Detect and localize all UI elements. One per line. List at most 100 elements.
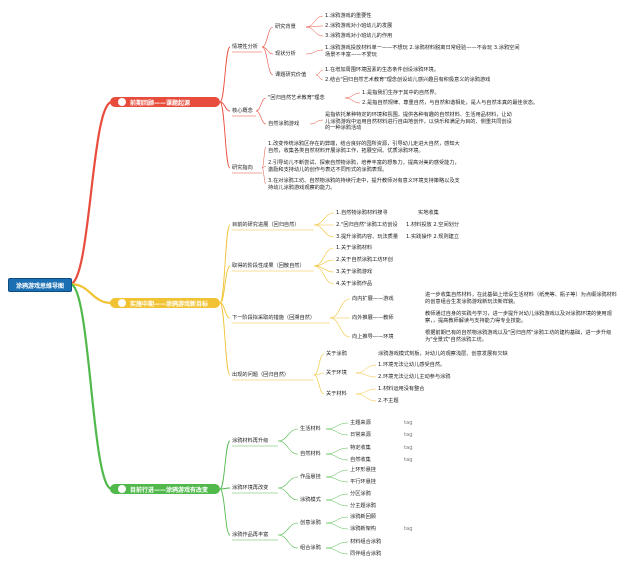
creative-doodle[interactable]: 创意涂鸦 — [300, 520, 321, 526]
connector-line — [277, 487, 299, 501]
connector-line — [219, 265, 231, 304]
connector-line — [261, 146, 267, 169]
connector-line — [355, 388, 377, 395]
connector-line — [313, 247, 335, 267]
star-icon — [118, 299, 126, 307]
connector-line — [325, 541, 349, 549]
connector-line — [325, 499, 349, 507]
connector-line — [313, 265, 335, 285]
achievement-3: 3.关于涂鸦游戏 — [336, 269, 373, 275]
value-item-1: 1.在增加周围环境因素的生态条件创设涂鸦环境。 — [325, 67, 439, 73]
connector-line — [329, 317, 351, 338]
achievement-4: 4.关于涂鸦作品 — [336, 281, 373, 287]
env-change[interactable]: 涂鸦环境再改变 — [232, 485, 269, 491]
branch-current-label: 目前行进——涂鸦游戏有改变 — [130, 486, 209, 494]
next-steps[interactable]: 下一阶段拟采取的措施（回溯自然） — [232, 315, 316, 321]
branch-current[interactable]: 目前行进——涂鸦游戏有改变 — [110, 484, 220, 494]
connector-line — [315, 74, 324, 81]
connector-line — [277, 440, 299, 455]
next-2[interactable]: 向外推展——教师 — [352, 315, 394, 321]
doodle-mode[interactable]: 涂鸦模式 — [300, 497, 321, 503]
life-materials[interactable]: 生活材料 — [300, 426, 321, 432]
next-3[interactable]: 向上推导——环境 — [352, 334, 394, 340]
combo-doodle[interactable]: 组合涂鸦 — [300, 545, 321, 551]
connector-line — [355, 372, 377, 378]
connector-line — [313, 224, 335, 238]
works-enrich[interactable]: 涂鸦作品再丰富 — [232, 532, 269, 538]
branch-midterm[interactable]: 实施中期——涂鸦游戏新目标 — [110, 298, 220, 308]
issue-env-item-2: 2.环境无法让幼儿主动参与涂鸦 — [378, 374, 451, 380]
core-concepts[interactable]: 核心概念 — [232, 108, 253, 114]
issue-doodle-item: 涂鸦游戏模式刻板，对幼儿的观察浅层、创意发展有欠缺 — [378, 351, 508, 357]
bg-item-2: 2.涂鸦游戏对小班幼儿的发展 — [325, 23, 393, 29]
achievement-1: 1.关于涂鸦材料 — [336, 245, 373, 251]
connector-line — [313, 212, 335, 226]
connector-line — [69, 100, 113, 286]
nature-materials[interactable]: 自然材料 — [300, 451, 321, 457]
flag-icon — [118, 485, 126, 493]
issue-env[interactable]: 关于环境 — [326, 370, 347, 376]
progress[interactable]: 目前的研究进展（回归自然） — [232, 222, 300, 228]
next-1[interactable]: 向内扩展——游戏 — [352, 296, 394, 302]
research-background[interactable]: 研究背景 — [275, 24, 296, 30]
life-1: 主题来源 — [350, 420, 371, 426]
connector-line — [219, 302, 231, 376]
situational-analysis[interactable]: 情境性分析 — [232, 44, 258, 50]
connector-line — [313, 259, 335, 267]
issue-doodle[interactable]: 关于涂鸦 — [326, 351, 347, 357]
value-item-2: 2.结合"回归自然艺术教育"理念创设幼儿感兴趣且有积极意义的涂鸦游戏 — [325, 77, 491, 83]
connector-line — [325, 476, 349, 483]
life-2: 日常来源 — [350, 432, 371, 438]
connector-line — [344, 97, 361, 104]
connector-line — [277, 534, 299, 549]
connector-line — [219, 487, 231, 490]
issue-env-item-1: 1.环境无法让幼儿感受自然。 — [378, 362, 446, 368]
hang-2: 平行环悬挂 — [350, 479, 376, 485]
connector-line — [313, 374, 325, 395]
progress-3[interactable]: 3.提升涂鸦内容、玩法质量 — [336, 234, 399, 240]
connector-line — [219, 101, 231, 169]
achievements[interactable]: 取得的阶段性成果（回散自然） — [232, 263, 305, 269]
connector-line — [325, 428, 349, 436]
concept-item-1: 1.是指我们生存于其中的自然界。 — [362, 90, 440, 96]
connector-line — [261, 46, 274, 55]
issue-material-item-1: 1.材料运用没有整合 — [378, 386, 425, 392]
connector-line — [315, 69, 324, 76]
progress-1[interactable]: 1.自然物涂鸦材料搜寻 — [336, 210, 388, 216]
connector-line — [219, 46, 231, 103]
material-upgrade[interactable]: 涂鸦材料再升级 — [232, 438, 269, 444]
root-node[interactable]: 涂鸦游戏思维导图 — [8, 278, 72, 292]
connector-line — [329, 298, 351, 319]
creative-1: 涂鸦新回顾 — [350, 514, 376, 520]
connector-line — [261, 165, 267, 169]
research-direction[interactable]: 研究指向 — [232, 165, 253, 171]
progress-2[interactable]: 2."回归自然"涂鸦工坊创设 — [336, 222, 398, 228]
connector-line — [219, 488, 231, 536]
connector-line — [325, 493, 349, 501]
tag-life-1: tag — [404, 420, 413, 426]
branch-review[interactable]: 前期回顾——课题起源 — [110, 97, 220, 107]
research-value[interactable]: 课题研究价值 — [275, 72, 307, 78]
concept-item-3: 是指依托某种特定的环境和氛围，提供各种有趣的自然材料、生活用品材料，让幼儿涂鸦游… — [325, 112, 512, 131]
connector-line — [69, 282, 113, 491]
next-2-item: 教师通过自身的实践与学习，进一步提升对幼儿涂鸦游戏以及对涂鸦环境的使用观察，，提… — [425, 311, 612, 324]
connector-line — [305, 26, 324, 37]
hang-1: 上环形悬挂 — [350, 467, 376, 473]
connector-line — [313, 353, 325, 376]
nature-1: 特定收集 — [350, 445, 371, 451]
connector-line — [325, 422, 349, 430]
connector-line — [69, 282, 113, 305]
clock-icon — [118, 98, 126, 106]
hang-works[interactable]: 作品悬挂 — [300, 474, 321, 480]
status-analysis[interactable]: 现状分析 — [275, 51, 296, 57]
tag-life-2: tag — [404, 432, 413, 438]
concept-nature-doodle[interactable]: 自然涂鸦游戏 — [268, 121, 300, 127]
issue-material[interactable]: 关于材料 — [326, 391, 347, 397]
connector-line — [344, 92, 361, 99]
issues[interactable]: 出现的问题（回归自然） — [232, 372, 290, 378]
direction-item-3: 3.在对涂鸦工坊、自然物涂鸦的持续行走中，提升教师对有意义环境支持策略以及支持幼… — [268, 178, 460, 191]
connector-line — [325, 447, 349, 455]
bg-item-1: 1.涂鸦游戏的重要性 — [325, 13, 372, 19]
concept-return-nature[interactable]: "回归自然艺术教育"理念 — [268, 95, 325, 101]
